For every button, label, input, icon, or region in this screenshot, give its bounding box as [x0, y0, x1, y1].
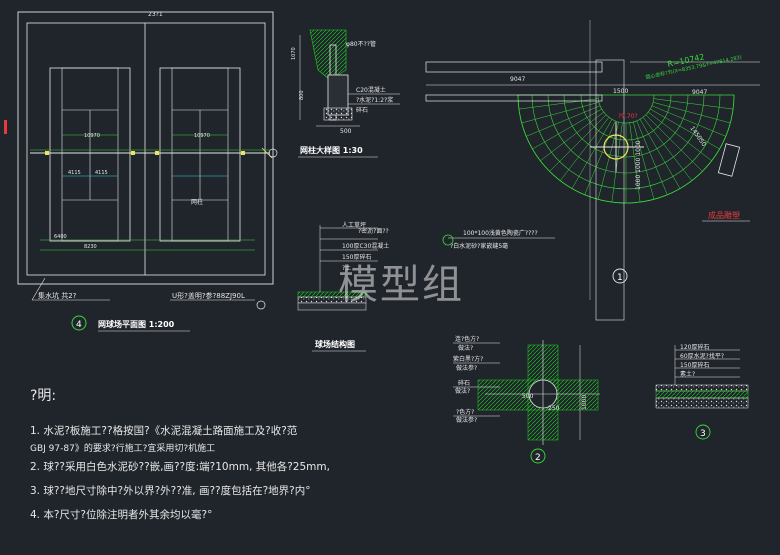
d3-label-4: 素土? [680, 370, 695, 378]
fan-ray [532, 108, 602, 150]
fan-area [425, 20, 760, 321]
detail-3 [655, 345, 749, 409]
fan-ray [549, 114, 607, 172]
d2-label-5: 碎石 [458, 379, 470, 387]
fan-ray [651, 105, 726, 137]
d2-label-3: 紫白黑?方? [453, 355, 483, 363]
court-top-dim: 23?1 [148, 11, 163, 18]
d3-label-3: 150厚碎石 [680, 361, 709, 369]
watermark: 模型组 [338, 262, 464, 308]
fan-ray [639, 119, 681, 189]
notes-heading: ?明: [30, 388, 57, 404]
court-dim-inner: 10970 [84, 133, 100, 139]
court-post-label: 网柱 [191, 198, 203, 206]
note-3: 3. 球??地尺寸除中?外以界?外??准, 画??度包括在?地界?内° [30, 485, 311, 497]
note-1b: GBJ 97-87》的要求?行施工?宜采用切?机施工 [30, 444, 216, 454]
note-4: 4. 本?尺寸?位除注明者外其余均以毫?° [30, 509, 213, 521]
d3-circle-num: 3 [700, 429, 706, 439]
fan-dim-right: 9047 [692, 89, 707, 96]
fan-ray [584, 120, 616, 195]
surface-label-2: ?密沥?面?? [358, 227, 389, 235]
fan-ray [653, 98, 734, 110]
fan-ray [560, 117, 610, 181]
post-dim-left: 1070 [291, 47, 297, 60]
fan-ray [540, 111, 604, 161]
fan-ray [571, 119, 613, 189]
note-1: 1. 水泥?板施工??格按国?《水泥混凝土路面施工及?收?范 [30, 425, 298, 437]
fan-ray [642, 117, 692, 181]
d2-label-1: 连?色方? [455, 335, 479, 343]
post-label-concrete: C20混凝土 [356, 86, 386, 94]
post-dim-bottom: 500 [340, 128, 352, 135]
post-label-gravel: 碎石 [356, 106, 368, 114]
fan-callout: 100*100浅黄色陶瓷广???? [463, 229, 538, 237]
fan-ray [645, 114, 703, 172]
fan-ray [629, 122, 641, 203]
post-label-pipe: φ80不??管 [346, 40, 376, 48]
fan-circle-num: 1 [617, 273, 623, 283]
court-plan-circle [71, 315, 87, 331]
d2-label-6: 做法? [455, 387, 470, 395]
fan-ray [636, 120, 668, 195]
surface-label-3: 100厚C30混凝土 [342, 242, 389, 250]
post-label-sand: ?水泥?1:2?浆 [356, 96, 393, 104]
fan-dim-left: 9047 [510, 76, 525, 83]
surface-label-1: 人工草坪 [342, 221, 366, 229]
design-notes: ?明: 1. 水泥?板施工??格按国?《水泥混凝土路面施工及?收?范 GBJ 9… [30, 385, 550, 522]
d2-label-4: 做法参? [456, 364, 477, 372]
d2-dim-c: 1000 [581, 395, 588, 410]
fan-callout-sub: ?白水泥砂?家嵌缝5毫 [450, 242, 508, 250]
surface-structure [297, 225, 378, 311]
d2-dim-b: 250 [548, 405, 560, 412]
fan-circle [612, 268, 628, 284]
court-plan [4, 11, 278, 310]
surface-structure-title: 球场结构图 [315, 339, 355, 349]
d3-label-2: 60厚水泥?找平? [680, 352, 724, 360]
fan-dim-v: 1000 1000 1000 [635, 140, 642, 190]
post-detail [299, 29, 360, 127]
d3-label-1: 120厚碎石 [680, 343, 709, 351]
fan-finished-label: 成品雕塑 [708, 210, 740, 220]
d2-dim-a: 500 [522, 393, 534, 400]
court-plan-circle-num: 4 [76, 320, 82, 330]
d2-circle-num: 2 [535, 453, 541, 463]
court-dim-small-a: 4115 [68, 170, 81, 176]
court-dim-side: 6400 [54, 234, 67, 240]
d2-circle [530, 448, 546, 464]
fan-center-label: ?9.70? [618, 113, 638, 120]
wall-label: U形?盖明?参?88ZJ90L [172, 291, 245, 300]
fan-ray [526, 105, 601, 137]
fan-ray [518, 98, 599, 110]
fan-ray [650, 108, 720, 150]
surface-label-5: ?土 [342, 264, 351, 272]
fan-ray [521, 102, 600, 124]
fan-ray [652, 102, 731, 124]
d2-label-2: 做法? [458, 344, 473, 352]
post-detail-title: 网柱大样图 1:30 [300, 145, 363, 155]
fan-callout-marker [442, 234, 454, 246]
fan-ray [633, 121, 655, 200]
d2-label-7: ?色方? [456, 408, 474, 416]
court-dim-inner-2: 10970 [194, 133, 210, 139]
court-dim-small-b: 4115 [95, 170, 108, 176]
detail-2 [477, 340, 600, 445]
court-plan-title: 网球场平面图 1:200 [98, 319, 175, 329]
court-dim-mid: 8230 [84, 244, 97, 250]
post-dim-mid: 800 [299, 90, 305, 100]
fan-ray [648, 111, 712, 161]
note-2: 2. 球??采用白色水泥砂??嵌,画??度:端?10mm, 其他各?25mm, [30, 461, 330, 473]
fan-dim-r: 145050 [688, 125, 707, 148]
d3-circle [695, 424, 711, 440]
fan-dim-center: 1500 [613, 88, 628, 95]
surface-label-4: 150厚碎石 [342, 253, 371, 261]
d2-label-8: 做法参? [456, 416, 477, 424]
drain-label: 集水坑 共2? [38, 291, 77, 300]
